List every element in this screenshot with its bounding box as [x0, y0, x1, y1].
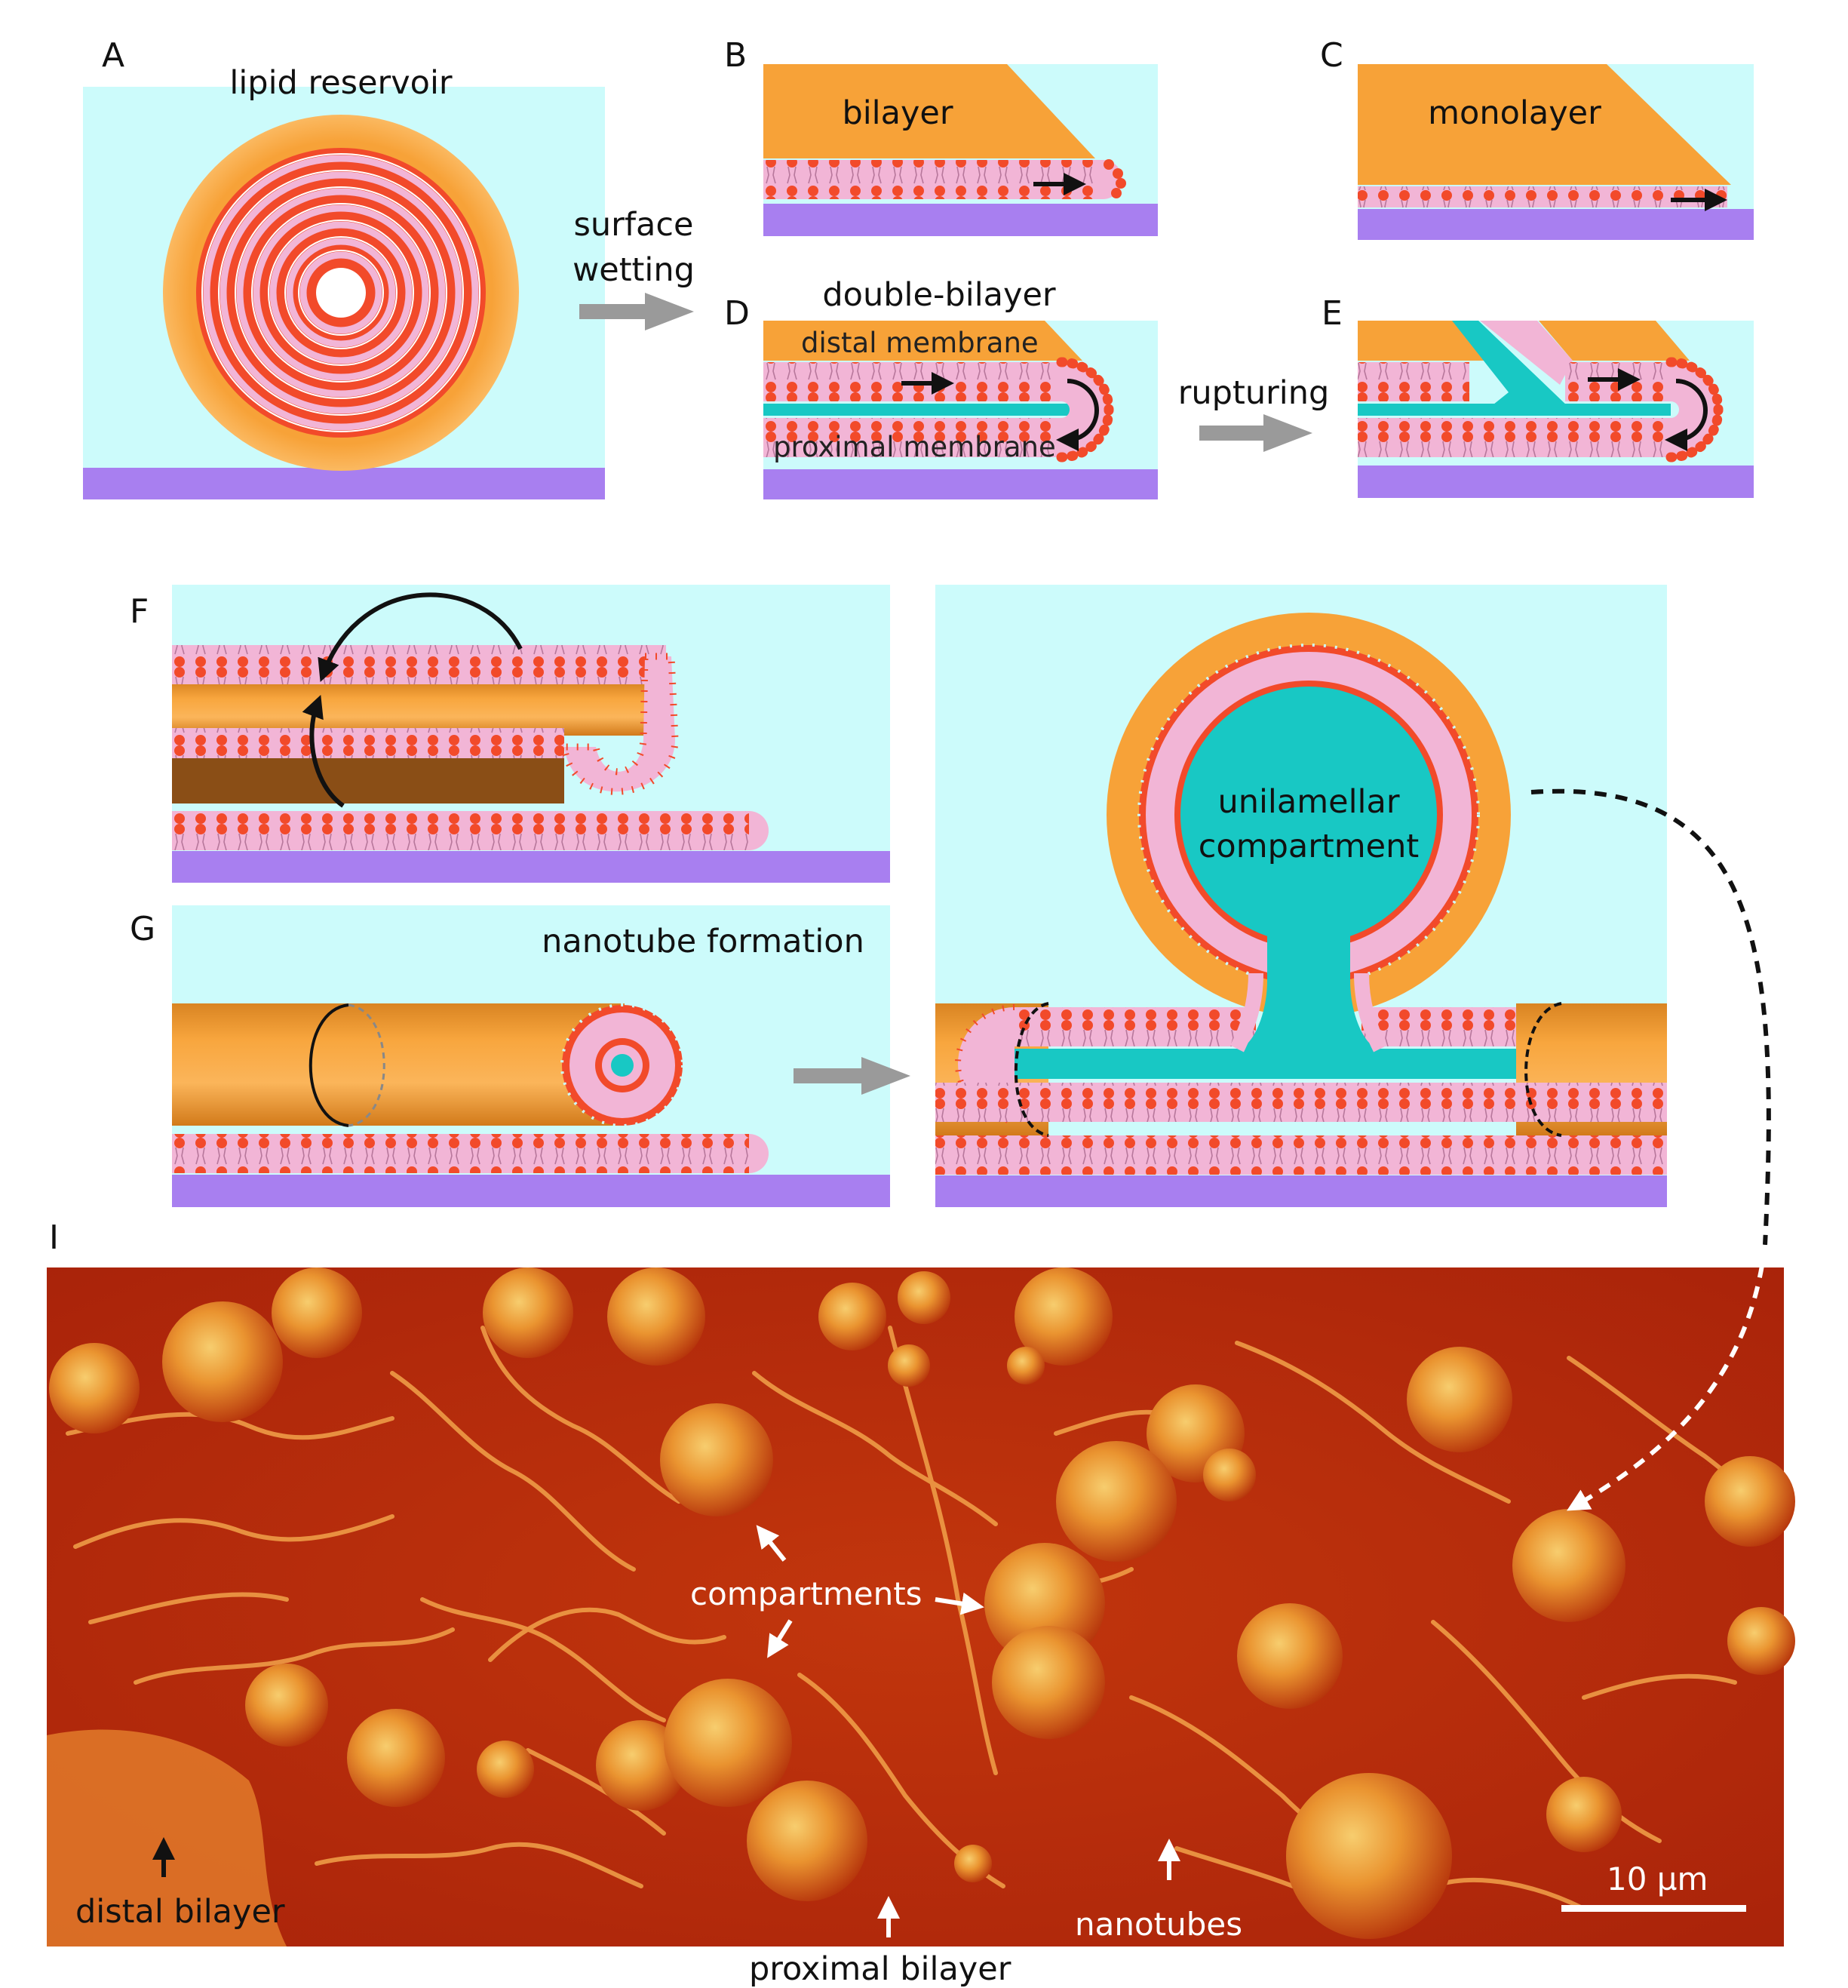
- svg-text:surface: surface: [574, 206, 694, 244]
- bilayer-label: bilayer: [842, 94, 953, 132]
- compartment-label: compartment: [1199, 828, 1419, 865]
- formation-arrow: [794, 1057, 910, 1095]
- panel-i: I: [47, 1218, 1795, 1988]
- panel-b: B bilayer: [724, 36, 1158, 236]
- proximal-bilayer-label: proximal bilayer: [749, 1950, 1011, 1988]
- proximal-bilayer: [172, 811, 749, 850]
- lumen: [1015, 1049, 1516, 1079]
- surface-wetting-arrow: surface wetting: [573, 206, 695, 330]
- panel-f: F: [130, 585, 890, 883]
- ruptured-membrane: [1480, 321, 1573, 385]
- panel-i-letter: I: [49, 1218, 59, 1257]
- substrate: [1358, 209, 1754, 240]
- concentric-bilayers: [201, 153, 480, 432]
- upper-bilayer: [172, 645, 666, 684]
- proximal-bilayer: [172, 1134, 749, 1173]
- monolayer: [1358, 186, 1727, 207]
- nanotubes-label: nanotubes: [1075, 1906, 1242, 1943]
- panel-b-letter: B: [724, 36, 747, 75]
- unilamellar-label: unilamellar: [1217, 783, 1399, 821]
- rolling-arrow: [1665, 379, 1708, 451]
- panel-f-letter: F: [130, 592, 149, 631]
- panel-e-letter: E: [1322, 294, 1343, 333]
- nanotube-formation-label: nanotube formation: [542, 923, 864, 960]
- tube-cross-section-outline: [309, 1003, 349, 1127]
- proximal-bilayer: [935, 1083, 1667, 1122]
- lipid-reservoir-label: lipid reservoir: [229, 64, 453, 102]
- distal-membrane-label: distal membrane: [801, 327, 1039, 359]
- reservoir-wedge: [1358, 64, 1731, 185]
- compartments-label: compartments: [690, 1575, 922, 1612]
- substrate: [763, 469, 1158, 499]
- compartments: [49, 1267, 1795, 1939]
- proximal-bilayer: [1358, 418, 1671, 457]
- neck-lumen: [1237, 936, 1380, 1049]
- fold-arc: [560, 653, 679, 795]
- double-bilayer-label: double-bilayer: [822, 276, 1056, 314]
- svg-text:wetting: wetting: [573, 251, 695, 289]
- svg-text:rupturing: rupturing: [1178, 374, 1330, 412]
- scalebar-label: 10 µm: [1607, 1860, 1708, 1897]
- distal-bilayer-left: [1358, 362, 1469, 401]
- reservoir-wedge-right: [1539, 321, 1690, 361]
- middle-bilayer: [172, 728, 564, 758]
- compartment-lumen: [1180, 687, 1437, 943]
- panel-a: A lipid reservoir: [83, 36, 605, 499]
- zoom-connector-dark: [1530, 788, 1771, 1246]
- upper-bilayer-right: [1361, 1007, 1516, 1046]
- panel-e: E: [1322, 294, 1754, 498]
- panel-c: C monolayer: [1320, 36, 1754, 240]
- substrate: [172, 851, 890, 883]
- monolayer-label: monolayer: [1428, 94, 1601, 132]
- panel-a-letter: A: [102, 36, 124, 75]
- bilayer: [763, 160, 1103, 199]
- substrate: [83, 468, 605, 499]
- reservoir-wedge: [763, 64, 1095, 158]
- rolled-tube: [172, 683, 666, 736]
- substrate: [935, 1175, 1667, 1207]
- reservoir-wedge: [763, 321, 1082, 361]
- reservoir-wedge-left: [1358, 321, 1490, 361]
- substrate: [763, 204, 1158, 236]
- distal-bilayer-label: distal bilayer: [75, 1893, 285, 1931]
- panel-d-letter: D: [724, 294, 750, 333]
- panel-c-letter: C: [1320, 36, 1343, 75]
- nanotube-network: [66, 1326, 1782, 1911]
- rupturing-arrow: rupturing: [1178, 374, 1330, 452]
- rolling-arrow-top: [318, 592, 523, 682]
- panel-g-letter: G: [130, 910, 155, 948]
- nanotube: [172, 1003, 625, 1126]
- rolling-arrow-left: [302, 694, 345, 808]
- proximal-bilayer: [763, 418, 1061, 457]
- upper-bilayer-left: [1015, 1007, 1256, 1046]
- rupture-channel: [1452, 321, 1569, 407]
- panel-d: D double-bilayer distal membrane proxima…: [724, 276, 1158, 499]
- zoom-connector-light: [1567, 1244, 1767, 1511]
- reservoir-core: [316, 268, 366, 318]
- substrate: [1358, 466, 1754, 498]
- scalebar: [1561, 1905, 1746, 1912]
- substrate: [172, 1175, 890, 1207]
- panel-g: G nanotube formation: [130, 905, 890, 1207]
- rolling-arrow: [1056, 379, 1099, 451]
- proximal-membrane-label: proximal membrane: [773, 431, 1056, 463]
- panel-h: H unilamellar compartment: [935, 585, 1667, 1207]
- water-gap: [763, 404, 1071, 416]
- micrograph-annotations: compartments distal bilayer proximal bil…: [75, 1525, 1746, 1988]
